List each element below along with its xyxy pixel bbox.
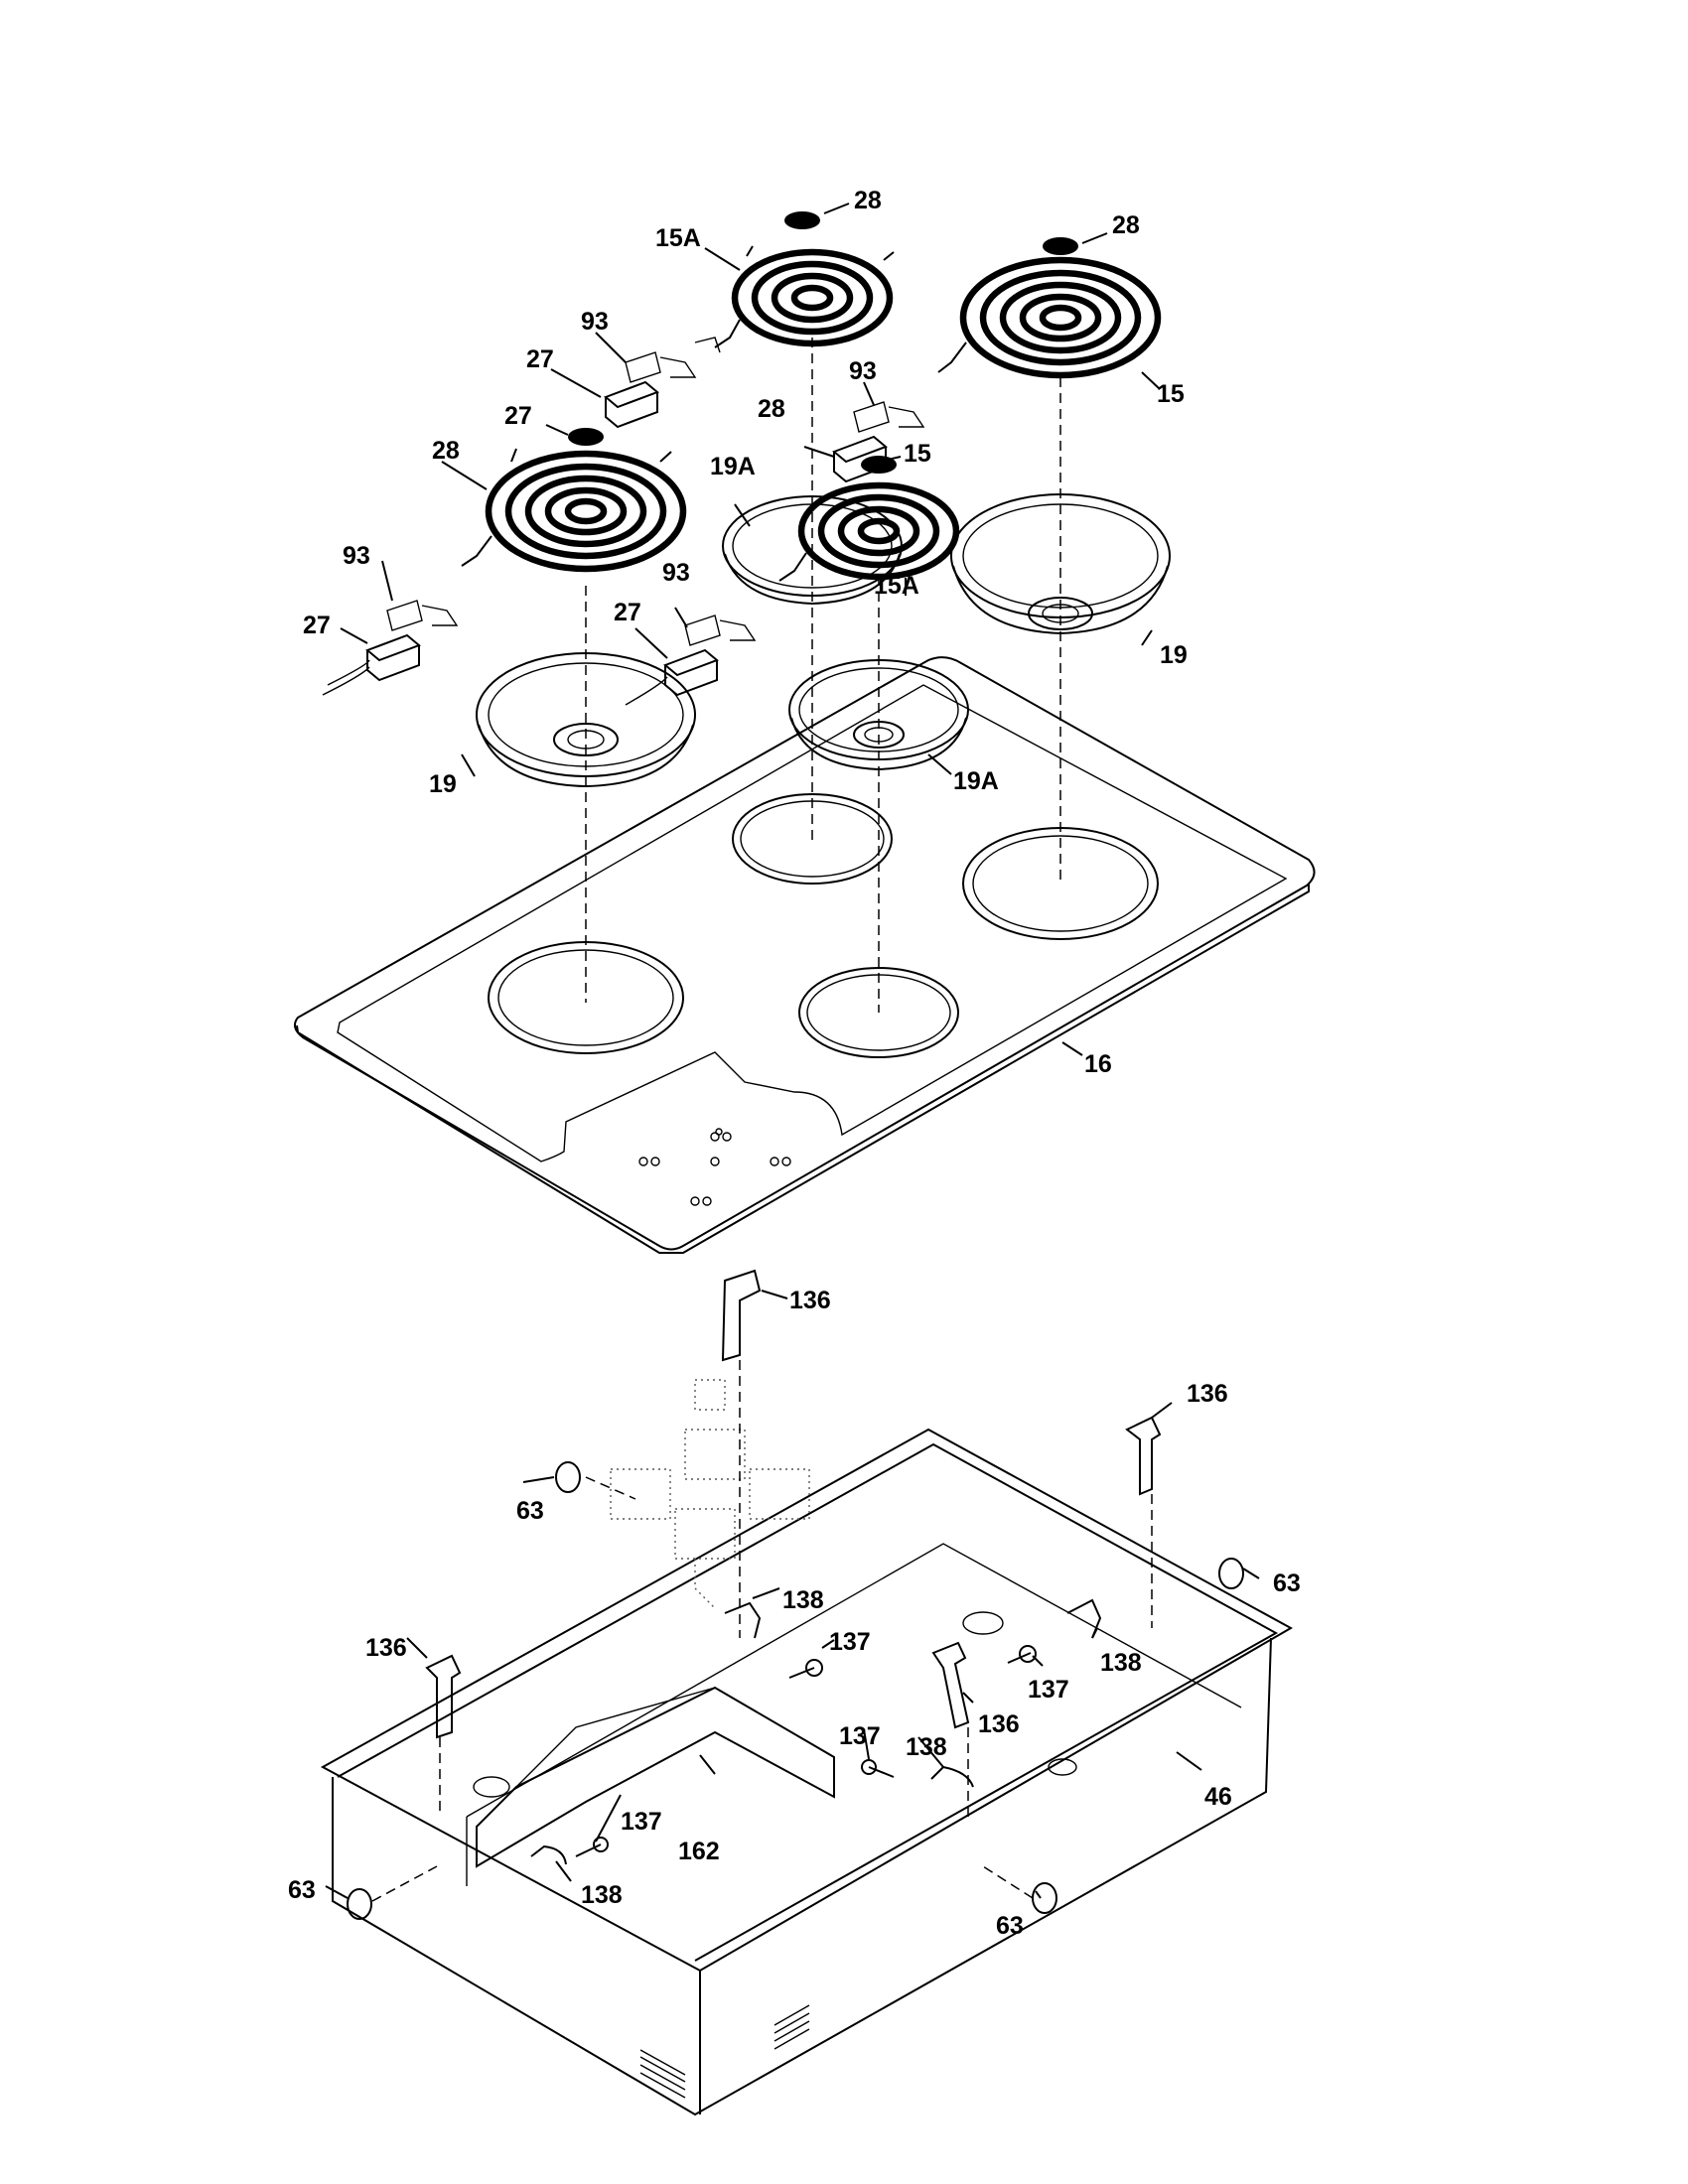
drip-pan-rear-right — [950, 493, 1171, 635]
cooktop-top-panel — [293, 656, 1316, 1254]
part-label-16: 16 — [1084, 1050, 1112, 1078]
part-label-93: 93 — [849, 357, 877, 385]
burner-box — [320, 1428, 1294, 2116]
part-label-63: 63 — [1273, 1570, 1301, 1597]
part-label-27: 27 — [303, 612, 331, 639]
part-label-63: 63 — [996, 1912, 1024, 1940]
clip-3 — [930, 1765, 974, 1788]
element-cap-2 — [1043, 237, 1078, 255]
part-label-63: 63 — [516, 1497, 544, 1525]
infinite-switch-cluster — [610, 1379, 810, 1609]
part-label-19a: 19A — [953, 767, 999, 795]
foot-4 — [1032, 1882, 1057, 1914]
part-label-27: 28 — [758, 395, 785, 423]
part-label-93: 93 — [581, 308, 609, 336]
part-label-28: 28 — [854, 187, 882, 214]
terminal-block-1 — [604, 337, 721, 429]
clip-1 — [724, 1601, 762, 1639]
part-label-93: 93 — [343, 542, 370, 570]
part-label-162: 162 — [678, 1838, 720, 1865]
part-label-28: 15 — [904, 440, 931, 468]
part-label-136: 136 — [978, 1710, 1020, 1738]
part-label-137: 137 — [621, 1808, 662, 1836]
surface-element-large-left — [461, 448, 687, 573]
part-label-137: 137 — [1028, 1676, 1069, 1704]
leader-lines — [325, 203, 1260, 1899]
screw-1 — [788, 1659, 823, 1679]
part-label-136: 136 — [1187, 1380, 1228, 1408]
heat-shield — [476, 1686, 835, 1868]
surface-element-small-front — [778, 481, 960, 582]
part-labels: 28 15A 28 93 27 93 15 28 27 28 15 19A 93… — [288, 187, 1301, 1940]
bracket-top — [721, 1269, 762, 1362]
part-label-28: 28 — [1112, 211, 1140, 239]
part-label-15: 28 — [432, 437, 460, 465]
part-label-137: 137 — [839, 1722, 881, 1750]
part-label-138: 138 — [1100, 1649, 1142, 1677]
part-label-19: 19 — [1160, 641, 1188, 669]
bracket-right — [1125, 1416, 1162, 1496]
surface-element-small-rear — [714, 245, 895, 348]
screw-3 — [861, 1759, 895, 1778]
part-label-137: 137 — [829, 1628, 871, 1656]
screw-4 — [575, 1837, 609, 1857]
foot-3 — [347, 1888, 372, 1920]
part-label-136: 136 — [789, 1287, 831, 1314]
part-label-15: 15 — [1157, 380, 1185, 408]
foot-1 — [555, 1461, 581, 1493]
part-label-136: 136 — [365, 1634, 407, 1662]
part-label-28: 27 — [504, 402, 532, 430]
part-label-19: 19 — [429, 770, 457, 798]
bracket-center — [931, 1641, 970, 1729]
element-cap-1 — [784, 211, 820, 229]
part-label-138: 138 — [782, 1586, 824, 1614]
part-label-15a: 15A — [874, 572, 919, 600]
screw-2 — [1007, 1645, 1037, 1664]
part-label-138: 138 — [906, 1733, 947, 1761]
terminal-block-3 — [322, 600, 459, 696]
bracket-left — [425, 1654, 462, 1739]
part-label-27: 27 — [526, 345, 554, 373]
part-label-63: 63 — [288, 1876, 316, 1904]
part-label-19a: 19A — [710, 453, 756, 480]
element-cap-3 — [568, 428, 604, 446]
surface-element-large-right — [937, 256, 1162, 379]
terminal-block-4 — [625, 614, 757, 706]
part-label-93: 93 — [662, 559, 690, 587]
foot-2 — [1218, 1558, 1244, 1589]
part-label-138: 138 — [581, 1881, 623, 1909]
part-label-46: 46 — [1204, 1783, 1232, 1811]
part-label-15a: 15A — [655, 224, 701, 252]
clip-4 — [530, 1844, 567, 1865]
part-label-27: 27 — [614, 599, 641, 626]
